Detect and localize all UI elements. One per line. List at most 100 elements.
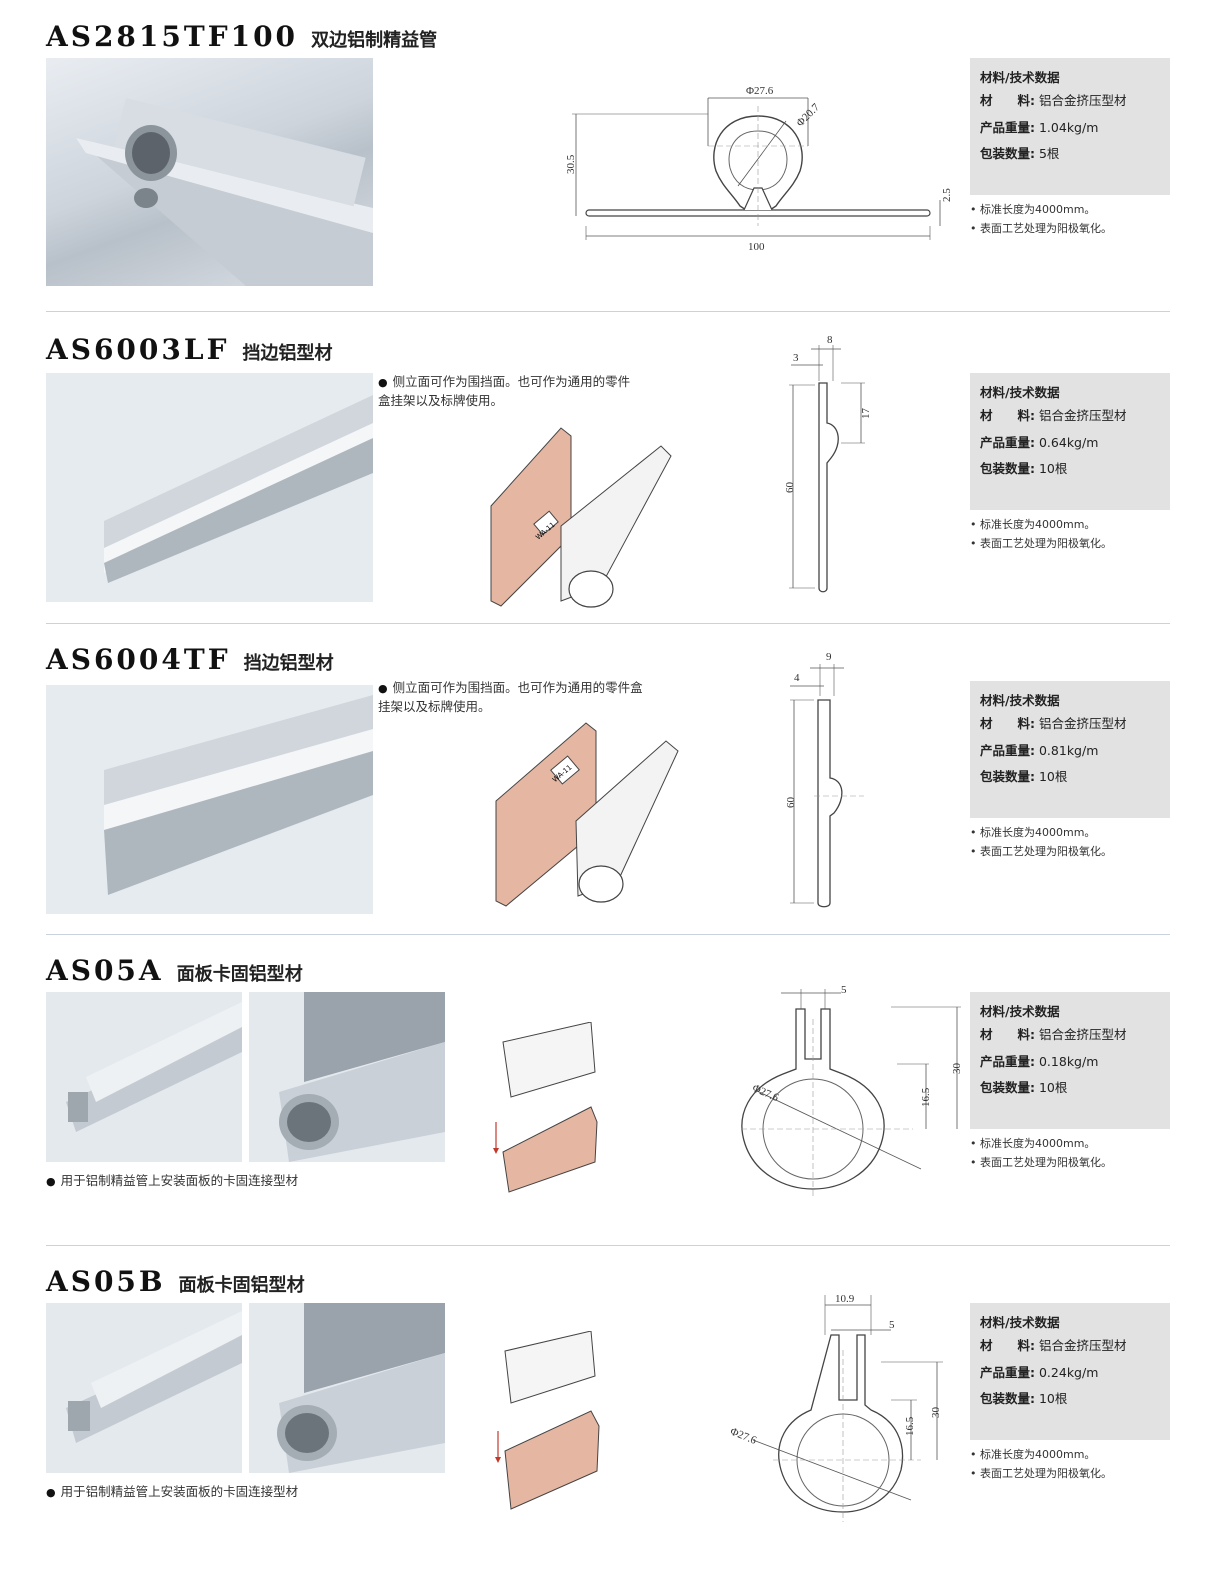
dim-label: 60 [785, 797, 797, 809]
dim-label: 60 [784, 482, 796, 494]
spec-header: 材料/技术数据 [980, 693, 1060, 708]
section-divider [46, 311, 1170, 312]
pack-label: 包装数量: [980, 769, 1035, 784]
product-title: AS2815TF100 双边铝制精益管 [46, 20, 437, 53]
pack-label: 包装数量: [980, 1080, 1035, 1095]
dim-label: 8 [827, 334, 833, 346]
pack-value: 10根 [1038, 461, 1068, 476]
note-item: • 标准长度为4000mm。 [970, 1448, 1096, 1461]
note-item: • 表面工艺处理为阳极氧化。 [970, 1156, 1112, 1169]
spec-panel: 材料/技术数据 材 料: 铝合金挤压型材 产品重量: 1.04kg/m 包装数量… [970, 58, 1170, 238]
dim-label: Φ27.6 [746, 85, 774, 97]
product-section-as6003lf: AS6003LF 挡边铝型材 ●侧立面可作为围挡面。也可作为通用的零件盒挂架以及… [46, 333, 1170, 618]
weight-value: 1.04kg/m [1038, 119, 1099, 135]
spec-box: 材料/技术数据 材 料: 铝合金挤压型材 产品重量: 0.18kg/m 包装数量… [970, 992, 1170, 1129]
spec-notes: • 标准长度为4000mm。 • 表面工艺处理为阳极氧化。 [970, 1445, 1170, 1483]
product-photo [46, 992, 242, 1162]
product-name: 面板卡固铝型材 [176, 964, 303, 985]
dim-label: 16.5 [904, 1416, 916, 1436]
material-value: 铝合金挤压型材 [1038, 408, 1127, 423]
cross-section-drawing: 5 Φ27.6 16.5 30 [701, 979, 961, 1204]
feature-bullet: ●侧立面可作为围挡面。也可作为通用的零件盒挂架以及标牌使用。 [378, 374, 631, 408]
dim-label: Φ27.6 [728, 1425, 758, 1447]
dim-label: 5 [841, 984, 847, 996]
weight-label: 产品重量: [980, 1053, 1035, 1069]
spec-box: 材料/技术数据 材 料: 铝合金挤压型材 产品重量: 0.24kg/m 包装数量… [970, 1303, 1170, 1440]
note-item: • 标准长度为4000mm。 [970, 203, 1096, 216]
spec-header: 材料/技术数据 [980, 70, 1060, 85]
weight-value: 0.81kg/m [1038, 742, 1099, 758]
spec-notes: • 标准长度为4000mm。 • 表面工艺处理为阳极氧化。 [970, 1134, 1170, 1172]
note-item: • 标准长度为4000mm。 [970, 1137, 1096, 1150]
product-code: AS05B [46, 1265, 166, 1298]
material-label: 材 料: [980, 716, 1035, 731]
product-name: 挡边铝型材 [243, 653, 334, 674]
product-title: AS05A 面板卡固铝型材 [46, 954, 303, 987]
weight-label: 产品重量: [980, 119, 1035, 135]
spec-notes: • 标准长度为4000mm。 • 表面工艺处理为阳极氧化。 [970, 200, 1170, 238]
cross-section-drawing: 10.9 5 Φ27.6 16.5 30 [711, 1290, 961, 1565]
spec-box: 材料/技术数据 材 料: 铝合金挤压型材 产品重量: 0.64kg/m 包装数量… [970, 373, 1170, 510]
material-value: 铝合金挤压型材 [1038, 716, 1127, 731]
product-section-as05a: AS05A 面板卡固铝型材 ●用于铝制精益管上安装面板的卡固连接型材 [46, 954, 1170, 1239]
product-section-as2815tf100: AS2815TF100 双边铝制精益管 Φ27.6 Φ20.7 [46, 18, 1170, 308]
spec-header: 材料/技术数据 [980, 1004, 1060, 1019]
dim-label: 30.5 [565, 154, 577, 174]
material-value: 铝合金挤压型材 [1038, 93, 1127, 108]
dim-label: 30 [930, 1407, 942, 1419]
pack-value: 10根 [1038, 1080, 1068, 1095]
material-value: 铝合金挤压型材 [1038, 1027, 1127, 1042]
weight-label: 产品重量: [980, 1364, 1035, 1380]
dim-label: 9 [826, 651, 832, 663]
dim-label: 30 [951, 1063, 961, 1075]
pack-label: 包装数量: [980, 461, 1035, 476]
material-label: 材 料: [980, 1338, 1035, 1353]
product-code: AS2815TF100 [46, 20, 299, 53]
material-value: 铝合金挤压型材 [1038, 1338, 1127, 1353]
dim-label: 2.5 [941, 188, 953, 202]
product-photo-installed [249, 992, 445, 1162]
product-code: AS6004TF [46, 643, 231, 676]
note-item: • 标准长度为4000mm。 [970, 826, 1096, 839]
product-title: AS6004TF 挡边铝型材 [46, 643, 334, 676]
product-photo [46, 1303, 242, 1473]
spec-panel: 材料/技术数据 材 料: 铝合金挤压型材 产品重量: 0.18kg/m 包装数量… [970, 992, 1170, 1172]
feature-bullet: ●用于铝制精益管上安装面板的卡固连接型材 [46, 1173, 299, 1188]
cross-section-drawing: Φ27.6 Φ20.7 30.5 2.5 100 [558, 76, 958, 256]
assembly-illustration [491, 1331, 606, 1511]
dim-label: 17 [860, 408, 872, 420]
spec-header: 材料/技术数据 [980, 1315, 1060, 1330]
note-item: • 表面工艺处理为阳极氧化。 [970, 222, 1112, 235]
dim-label: 16.5 [920, 1087, 932, 1107]
product-title: AS6003LF 挡边铝型材 [46, 333, 333, 366]
product-name: 双边铝制精益管 [311, 30, 438, 51]
section-divider [46, 934, 1170, 935]
assembly-illustration [491, 1022, 606, 1197]
weight-label: 产品重量: [980, 742, 1035, 758]
dim-label: 100 [748, 241, 765, 253]
product-name: 挡边铝型材 [242, 343, 333, 364]
product-section-as6004tf: AS6004TF 挡边铝型材 ●侧立面可作为围挡面。也可作为通用的零件盒挂架以及… [46, 643, 1170, 928]
spec-header: 材料/技术数据 [980, 385, 1060, 400]
assembly-illustration: WA-11 [461, 426, 701, 611]
weight-label: 产品重量: [980, 434, 1035, 450]
pack-value: 10根 [1038, 1391, 1068, 1406]
spec-panel: 材料/技术数据 材 料: 铝合金挤压型材 产品重量: 0.64kg/m 包装数量… [970, 373, 1170, 553]
section-divider [46, 623, 1170, 624]
note-item: • 表面工艺处理为阳极氧化。 [970, 537, 1112, 550]
spec-panel: 材料/技术数据 材 料: 铝合金挤压型材 产品重量: 0.81kg/m 包装数量… [970, 681, 1170, 861]
cross-section-drawing: 8 3 17 60 [771, 333, 901, 603]
product-code: AS6003LF [46, 333, 230, 366]
note-item: • 表面工艺处理为阳极氧化。 [970, 1467, 1112, 1480]
dim-label: 5 [889, 1319, 895, 1331]
material-label: 材 料: [980, 93, 1035, 108]
pack-value: 5根 [1038, 146, 1060, 161]
product-photo-installed [249, 1303, 445, 1473]
product-photo [46, 373, 373, 602]
product-name: 面板卡固铝型材 [178, 1275, 305, 1296]
note-item: • 标准长度为4000mm。 [970, 518, 1096, 531]
dim-label: 4 [794, 672, 800, 684]
material-label: 材 料: [980, 408, 1035, 423]
feature-bullet: ●用于铝制精益管上安装面板的卡固连接型材 [46, 1484, 299, 1499]
pack-label: 包装数量: [980, 1391, 1035, 1406]
